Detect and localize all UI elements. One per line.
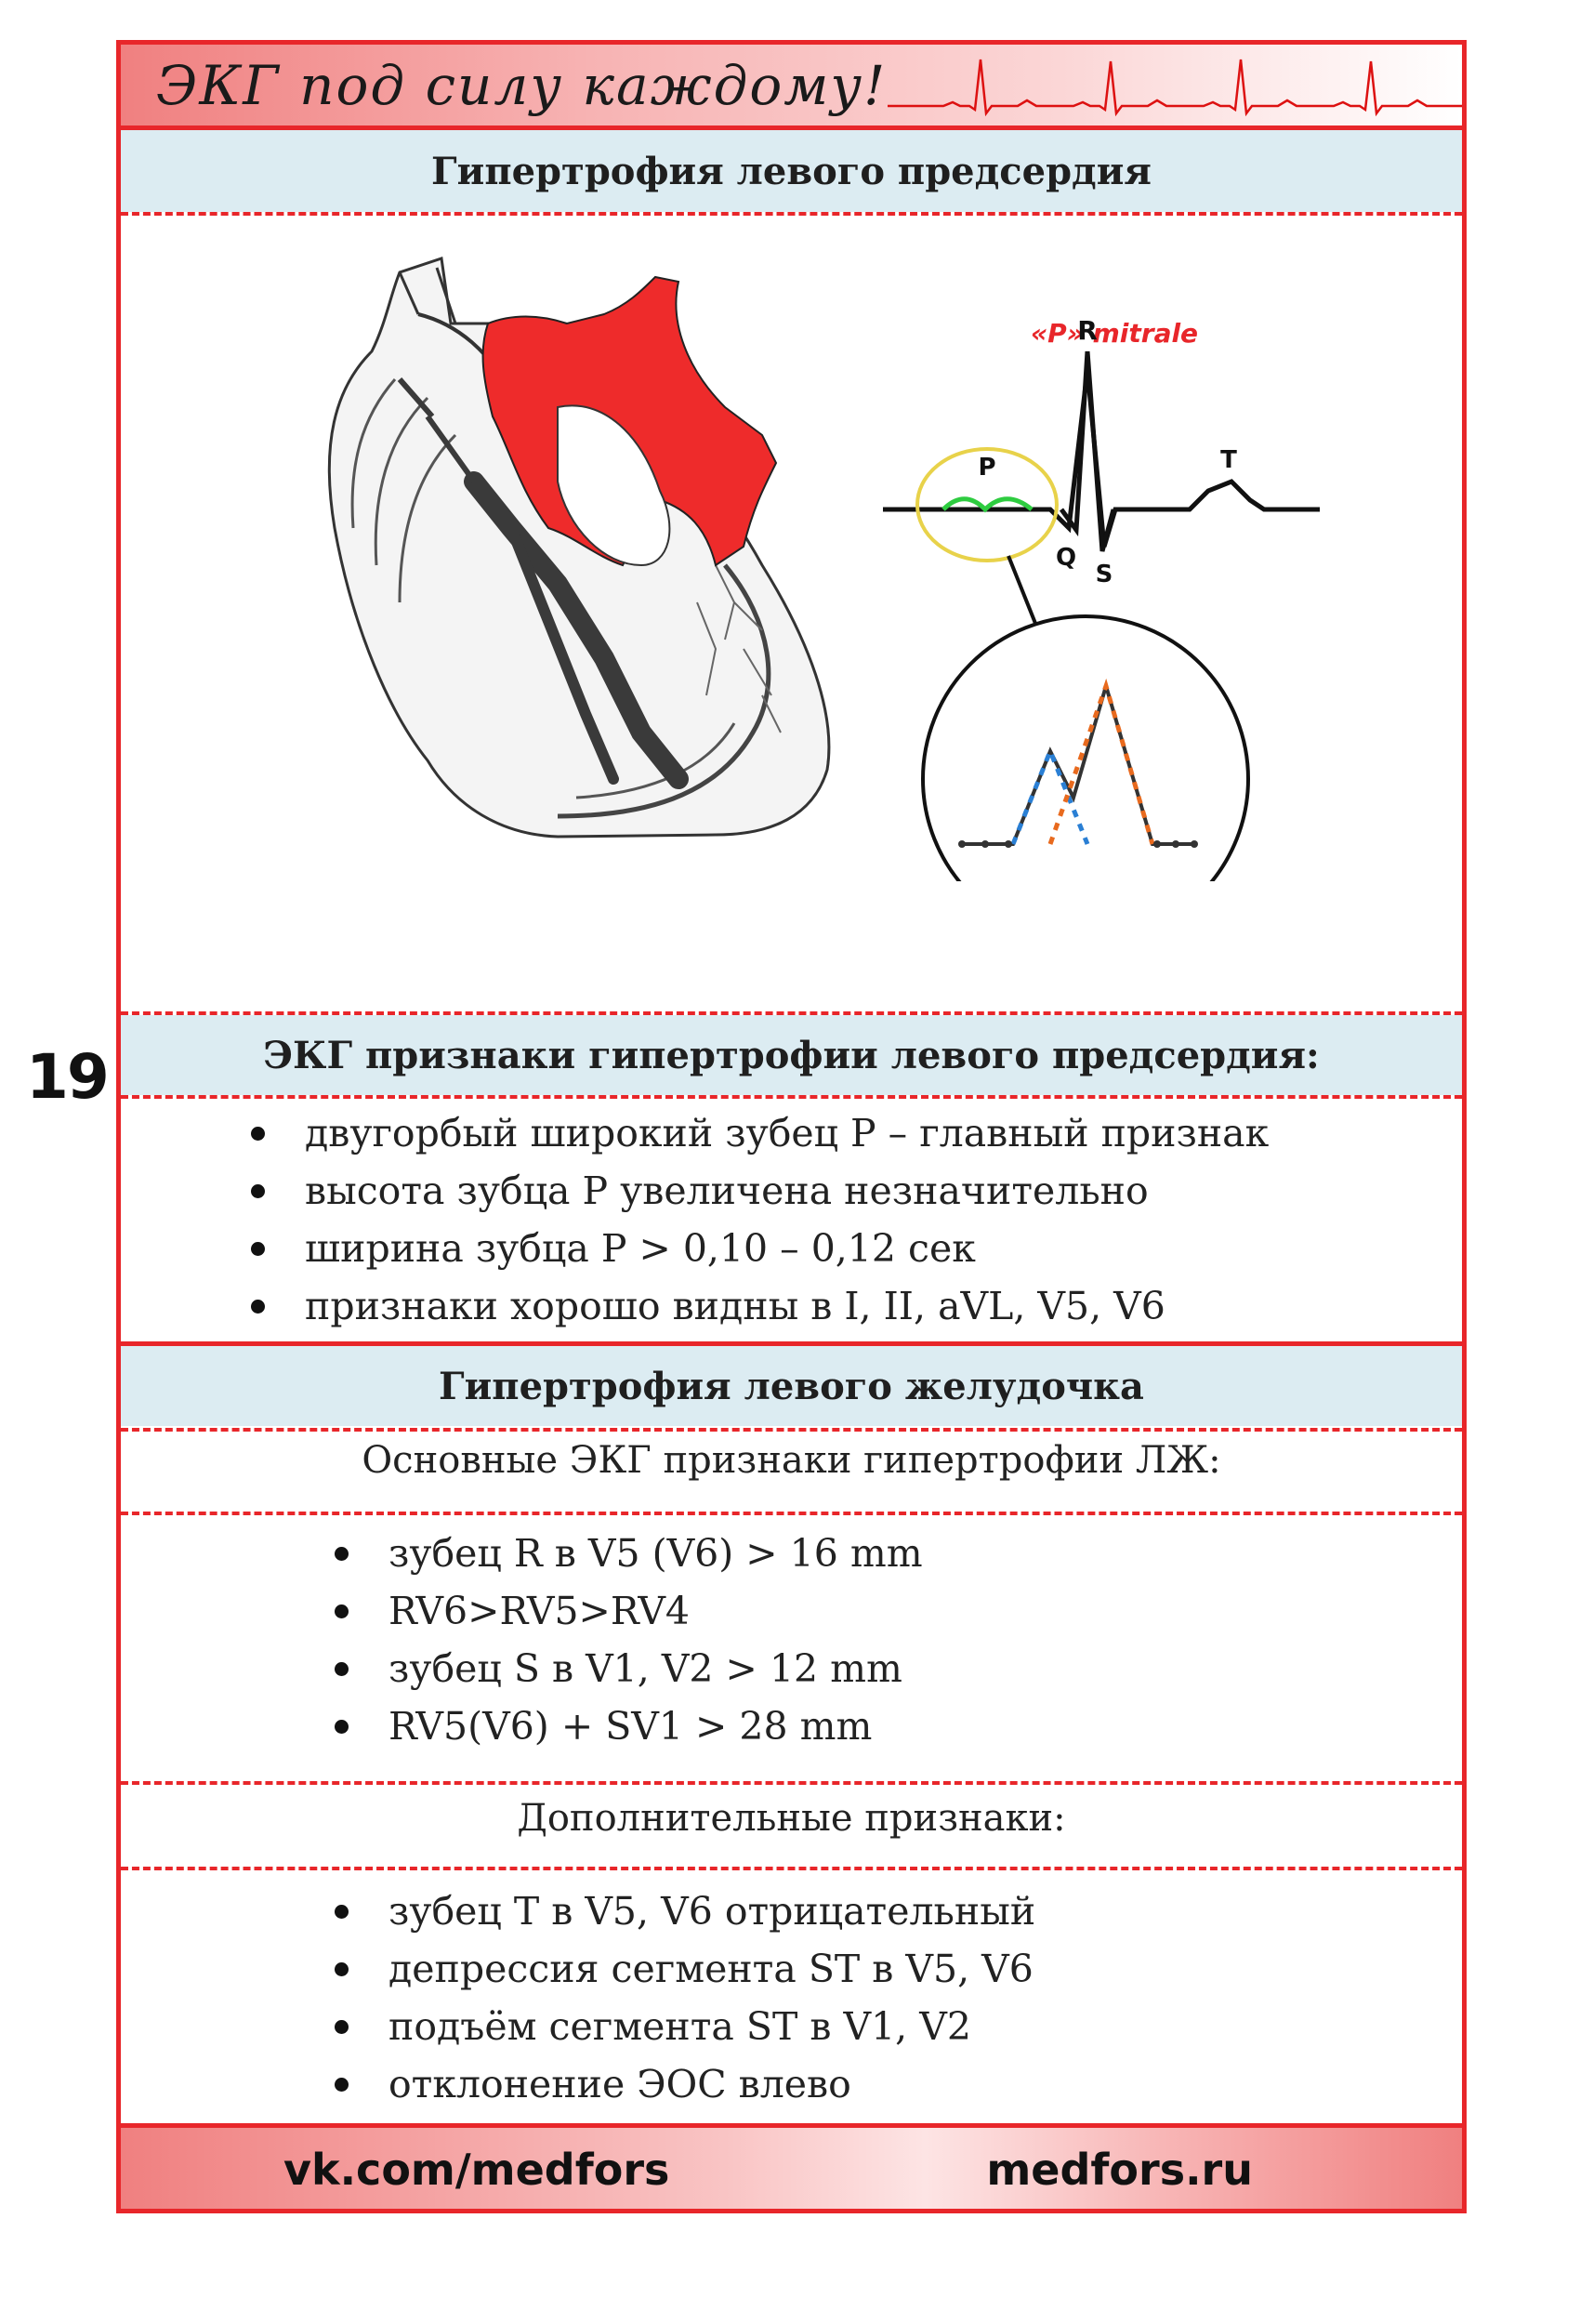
- figure-caption: «P» mitrale: [1031, 318, 1198, 349]
- lvh-main-subtitle: Основные ЭКГ признаки гипертрофии ЛЖ:: [362, 1439, 1221, 1482]
- lvh-main-list: зубец R в V5 (V6) > 16 mm RV6>RV5>RV4 зу…: [325, 1525, 923, 1755]
- divider: [121, 1781, 1462, 1785]
- divider: [121, 1867, 1462, 1870]
- label-r: R: [1077, 315, 1098, 346]
- list-item: зубец S в V1, V2 > 12 mm: [325, 1640, 923, 1697]
- ecg-complex: P R T Q S: [883, 315, 1320, 588]
- lvh-extra-subtitle: Дополнительные признаки:: [517, 1797, 1066, 1840]
- section1-title: Гипертрофия левого предсердия: [121, 130, 1462, 212]
- label-p: P: [978, 454, 995, 482]
- list-item: зубец R в V5 (V6) > 16 mm: [325, 1525, 923, 1582]
- lah-signs-list: двугорбый широкий зубец Р – главный приз…: [242, 1104, 1269, 1335]
- section3-title: Гипертрофия левого желудочка: [121, 1346, 1462, 1426]
- list-item: двугорбый широкий зубец Р – главный приз…: [242, 1104, 1269, 1162]
- page-number: 19: [26, 1041, 110, 1113]
- header-title: ЭКГ под силу каждому!: [156, 54, 888, 117]
- divider: [121, 212, 1462, 216]
- list-item: зубец Т в V5, V6 отрицательный: [325, 1882, 1035, 1940]
- footer-link-vk[interactable]: vk.com/medfors: [283, 2145, 670, 2195]
- header: ЭКГ под силу каждому!: [121, 45, 1462, 130]
- list-item: депрессия сегмента ST в V5, V6: [325, 1940, 1035, 1998]
- divider: [121, 1428, 1462, 1432]
- footer-link-site[interactable]: medfors.ru: [986, 2145, 1253, 2195]
- list-item: высота зубца Р увеличена незначительно: [242, 1162, 1269, 1220]
- divider: [121, 1095, 1462, 1099]
- list-item: ширина зубца Р > 0,10 – 0,12 сек: [242, 1220, 1269, 1277]
- magnified-p-wave: [921, 614, 1250, 881]
- label-t: T: [1220, 446, 1237, 474]
- list-item: признаки хорошо видны в I, II, aVL, V5, …: [242, 1277, 1269, 1335]
- section2-title: ЭКГ признаки гипертрофии левого предсерд…: [121, 1015, 1462, 1095]
- label-s: S: [1096, 561, 1113, 588]
- list-item: RV5(V6) + SV1 > 28 mm: [325, 1697, 923, 1755]
- connector-line: [1007, 555, 1038, 627]
- footer: vk.com/medfors medfors.ru: [121, 2123, 1462, 2209]
- highlight-circle: [915, 447, 1059, 562]
- divider: [121, 1341, 1462, 1346]
- heart-icon: [327, 257, 831, 838]
- divider: [121, 1011, 1462, 1015]
- ecg-trace-icon: [888, 59, 1462, 117]
- card: ЭКГ под силу каждому! Гипертрофия левого…: [116, 40, 1467, 2213]
- label-q: Q: [1056, 544, 1076, 572]
- list-item: отклонение ЭОС влево: [325, 2055, 1035, 2113]
- lvh-extra-list: зубец Т в V5, V6 отрицательный депрессия…: [325, 1882, 1035, 2113]
- list-item: подъём сегмента ST в V1, V2: [325, 1998, 1035, 2055]
- divider: [121, 1512, 1462, 1515]
- p-wave: [941, 496, 1034, 513]
- list-item: RV6>RV5>RV4: [325, 1582, 923, 1640]
- lah-illustration: «P» mitrale P R T Q S: [327, 257, 1320, 881]
